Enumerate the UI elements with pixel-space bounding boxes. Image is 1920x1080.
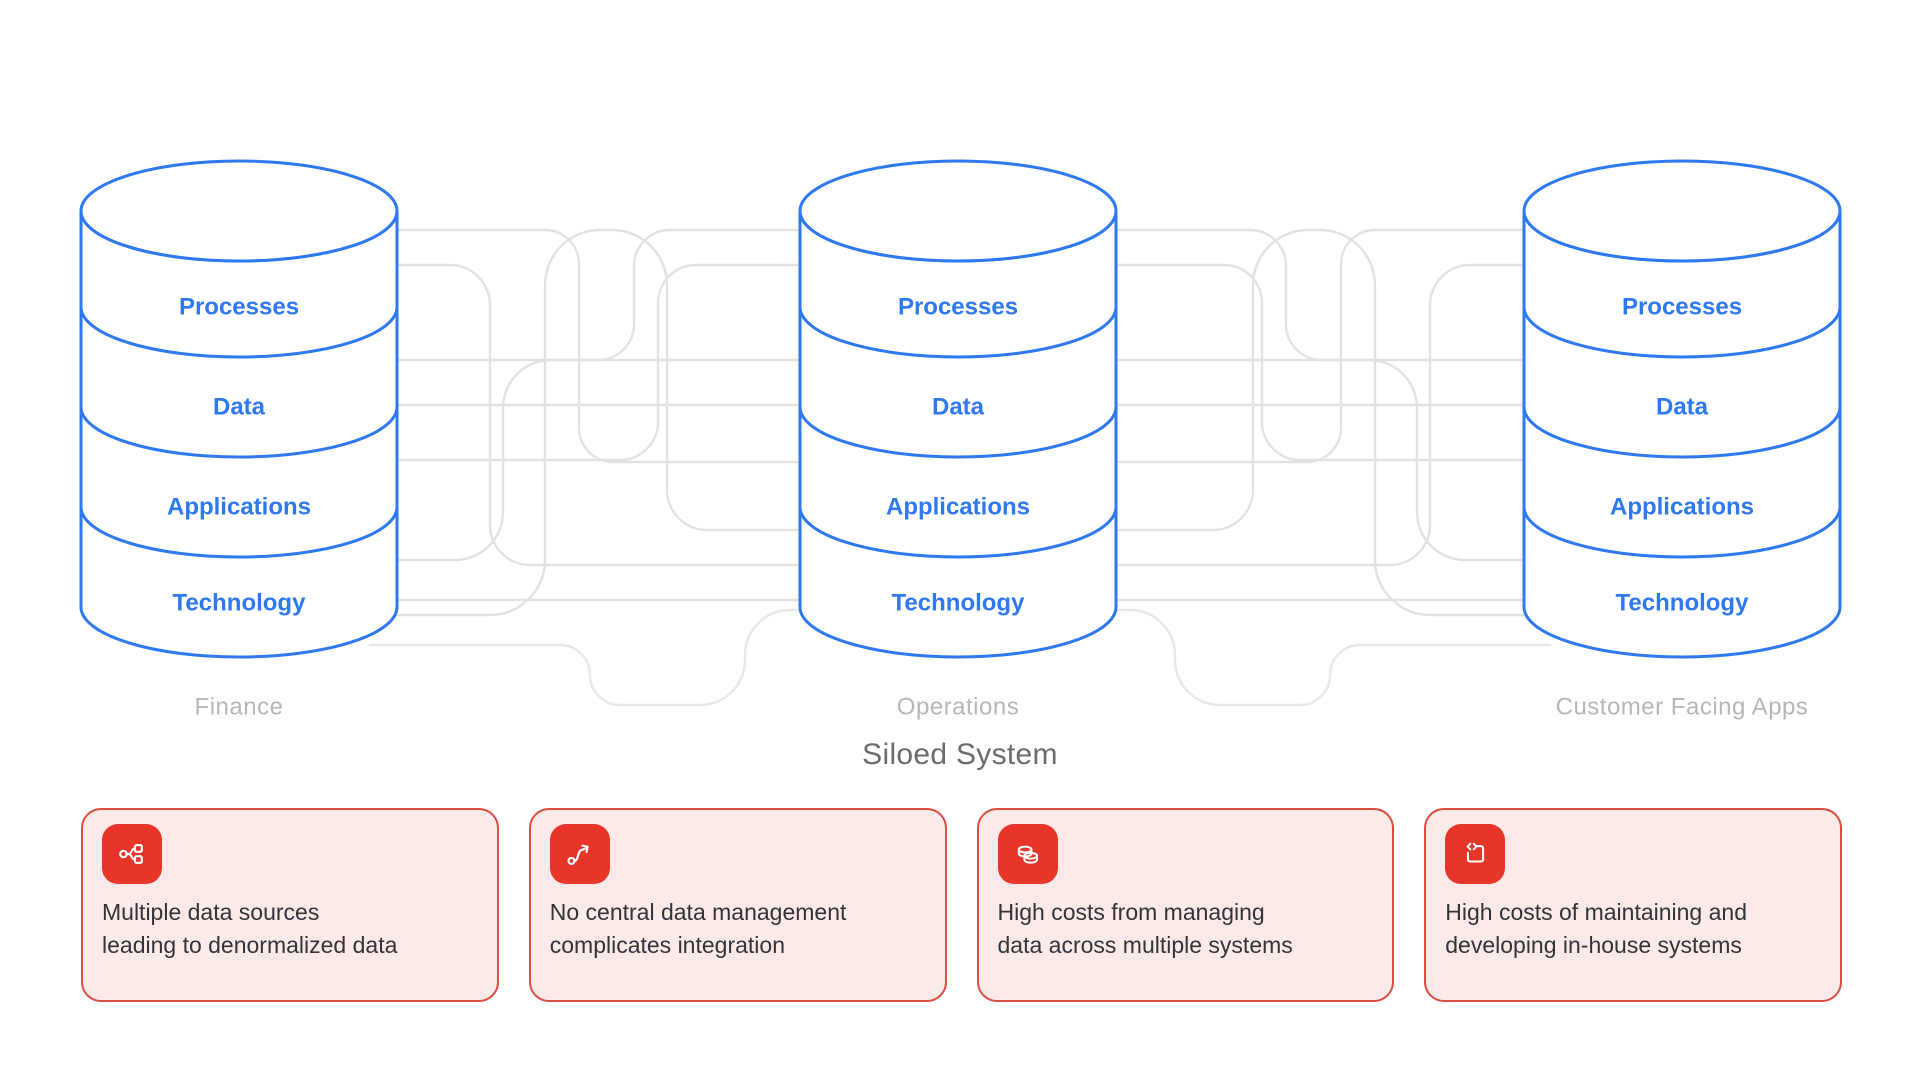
issue-text: High costs of maintaining and developing… <box>1445 896 1818 962</box>
issue-text: No central data management complicates i… <box>550 896 923 962</box>
silo-labels-customer-facing-apps: Processes Data Applications Technology C… <box>1556 294 1809 721</box>
issue-cards-row: Multiple data sources leading to denorma… <box>81 808 1842 1002</box>
layer-label: Technology <box>173 590 307 617</box>
issue-text: Multiple data sources leading to denorma… <box>102 896 475 962</box>
issue-text-line: High costs from managing <box>997 899 1265 925</box>
issue-card-no-central-management: No central data management complicates i… <box>528 808 947 1002</box>
layer-label: Applications <box>167 494 311 521</box>
layer-label: Technology <box>892 590 1026 617</box>
connection-tangle-left <box>368 228 832 707</box>
issue-text: High costs from managing data across mul… <box>998 896 1371 962</box>
layer-label: Data <box>932 394 985 421</box>
issue-card-multiple-data-sources: Multiple data sources leading to denorma… <box>81 808 499 1002</box>
layer-label: Data <box>213 394 266 421</box>
layer-label: Applications <box>886 494 1030 521</box>
coins-icon <box>1017 845 1038 864</box>
icon-tile <box>1445 824 1506 884</box>
layer-label: Processes <box>1622 294 1742 321</box>
layer-label: Processes <box>179 294 299 321</box>
icon-tile <box>997 824 1058 884</box>
issue-text-line: High costs of maintaining and <box>1445 899 1747 925</box>
silo-name-label: Finance <box>195 694 284 721</box>
layer-label: Processes <box>898 294 1018 321</box>
silo-name-label: Customer Facing Apps <box>1556 694 1809 721</box>
layer-label: Technology <box>1616 590 1750 617</box>
issue-card-high-costs-inhouse: High costs of maintaining and developing… <box>1424 808 1842 1002</box>
code-box-icon <box>1466 842 1485 863</box>
issue-text-line: complicates integration <box>549 932 785 958</box>
icon-tile <box>549 824 610 884</box>
silo-name-label: Operations <box>897 694 1019 721</box>
issue-text-line: No central data management <box>549 899 847 925</box>
silo-labels-operations: Processes Data Applications Technology O… <box>886 294 1030 721</box>
issue-text-line: leading to denormalized data <box>102 932 398 958</box>
layer-label: Data <box>1656 394 1709 421</box>
trend-route-icon <box>567 844 589 865</box>
issue-text-line: data across multiple systems <box>997 932 1293 958</box>
diagram-title: Siloed System <box>862 738 1058 771</box>
data-flow-split-icon <box>119 843 143 865</box>
connection-tangle-right <box>1088 228 1552 707</box>
issue-card-high-costs-managing: High costs from managing data across mul… <box>976 808 1395 1002</box>
silo-labels-finance: Processes Data Applications Technology F… <box>167 294 311 721</box>
issue-text-line: Multiple data sources <box>102 899 320 925</box>
icon-tile <box>102 824 162 884</box>
issue-text-line: developing in-house systems <box>1445 932 1742 958</box>
layer-label: Applications <box>1610 494 1754 521</box>
